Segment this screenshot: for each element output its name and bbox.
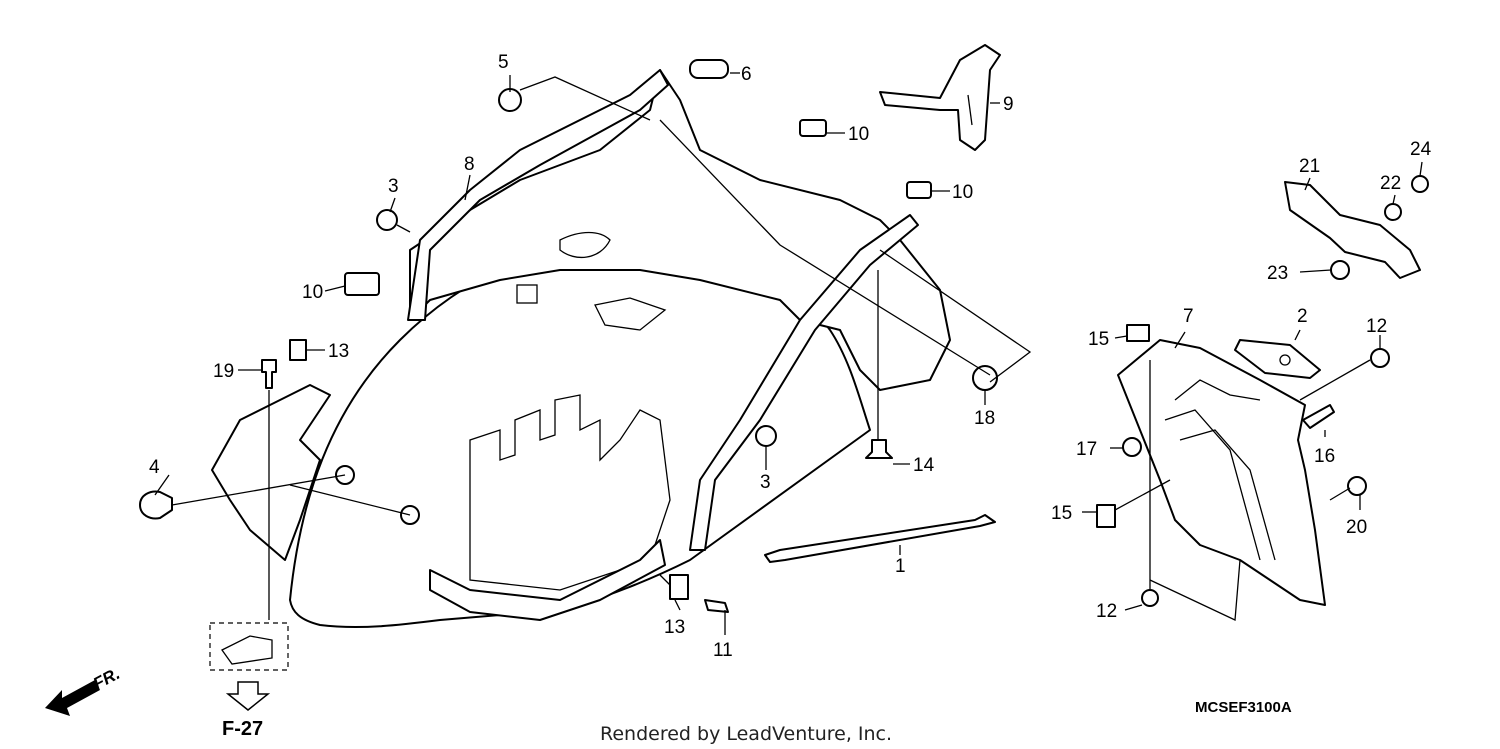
screw-12b[interactable] xyxy=(1141,589,1159,607)
callout-12[interactable]: 12 xyxy=(1096,601,1117,622)
clip-15a[interactable] xyxy=(1126,324,1150,342)
bolt-14[interactable] xyxy=(865,439,893,459)
callout-6[interactable]: 6 xyxy=(741,64,752,85)
callout-14[interactable]: 14 xyxy=(913,455,935,476)
callout-7[interactable]: 7 xyxy=(1183,306,1194,327)
callout-10[interactable]: 10 xyxy=(302,282,323,303)
reference-part-box xyxy=(209,622,289,671)
reflector-2[interactable] xyxy=(1234,339,1321,379)
callout-9[interactable]: 9 xyxy=(1003,94,1014,115)
cap-4[interactable] xyxy=(139,490,173,520)
bolt-24[interactable] xyxy=(1411,175,1429,193)
rod-1[interactable] xyxy=(764,514,996,563)
nut-5[interactable] xyxy=(498,88,522,112)
cushion-10b[interactable] xyxy=(906,181,932,199)
bracket-9[interactable] xyxy=(879,44,1001,151)
clip-15b[interactable] xyxy=(1096,504,1116,528)
screw-12a[interactable] xyxy=(1370,348,1390,368)
callout-3[interactable]: 3 xyxy=(388,176,399,197)
screw-11[interactable] xyxy=(704,599,729,613)
cushion-10a[interactable] xyxy=(799,119,827,137)
callout-8[interactable]: 8 xyxy=(464,154,475,175)
cap-18[interactable] xyxy=(972,365,998,391)
callout-17[interactable]: 17 xyxy=(1076,439,1097,460)
mudguard-7[interactable] xyxy=(1117,339,1326,606)
callout-23[interactable]: 23 xyxy=(1267,263,1288,284)
callout-10[interactable]: 10 xyxy=(952,182,973,203)
nut-20[interactable] xyxy=(1347,476,1367,496)
callout-22[interactable]: 22 xyxy=(1380,173,1401,194)
callouts: 5 6 9 10 10 3 8 10 13 19 4 3 14 18 1 13 … xyxy=(149,52,1432,661)
callout-16[interactable]: 16 xyxy=(1314,446,1335,467)
reference-label[interactable]: F-27 xyxy=(222,718,263,740)
credit-text: Rendered by LeadVenture, Inc. xyxy=(600,723,892,745)
callout-13[interactable]: 13 xyxy=(328,341,349,362)
callout-20[interactable]: 20 xyxy=(1346,517,1367,538)
leader-lines xyxy=(154,72,1423,635)
callout-19[interactable]: 19 xyxy=(213,361,234,382)
clip-13b[interactable] xyxy=(669,574,689,600)
callout-13[interactable]: 13 xyxy=(664,617,685,638)
callout-2[interactable]: 2 xyxy=(1297,306,1308,327)
front-direction-arrow-icon xyxy=(45,680,100,716)
grommet-3a[interactable] xyxy=(376,209,398,231)
bolt-19[interactable] xyxy=(261,359,277,389)
callout-12[interactable]: 12 xyxy=(1366,316,1387,337)
bracket-21[interactable] xyxy=(1284,181,1421,279)
callout-11[interactable]: 11 xyxy=(713,640,733,661)
callout-3[interactable]: 3 xyxy=(760,472,771,493)
diagram-code: MCSEF3100A xyxy=(1195,699,1292,716)
callout-15[interactable]: 15 xyxy=(1051,503,1072,524)
cap-17[interactable] xyxy=(1122,437,1142,457)
callout-21[interactable]: 21 xyxy=(1299,156,1320,177)
callout-1[interactable]: 1 xyxy=(895,556,906,577)
callout-15[interactable]: 15 xyxy=(1088,329,1109,350)
rear-fender[interactable] xyxy=(211,69,951,629)
rivet-16[interactable] xyxy=(1302,404,1335,429)
callout-24[interactable]: 24 xyxy=(1410,139,1432,160)
nut-22[interactable] xyxy=(1384,203,1402,221)
callout-10[interactable]: 10 xyxy=(848,124,869,145)
clip-13a[interactable] xyxy=(289,339,307,361)
callout-5[interactable]: 5 xyxy=(498,52,509,73)
callout-4[interactable]: 4 xyxy=(149,457,160,478)
callout-18[interactable]: 18 xyxy=(974,408,995,429)
cushion-10c[interactable] xyxy=(344,272,380,296)
nut-23[interactable] xyxy=(1330,260,1350,280)
grommet-6[interactable] xyxy=(689,59,729,79)
down-arrow-icon xyxy=(225,681,271,711)
grommet-3b[interactable] xyxy=(755,425,777,447)
